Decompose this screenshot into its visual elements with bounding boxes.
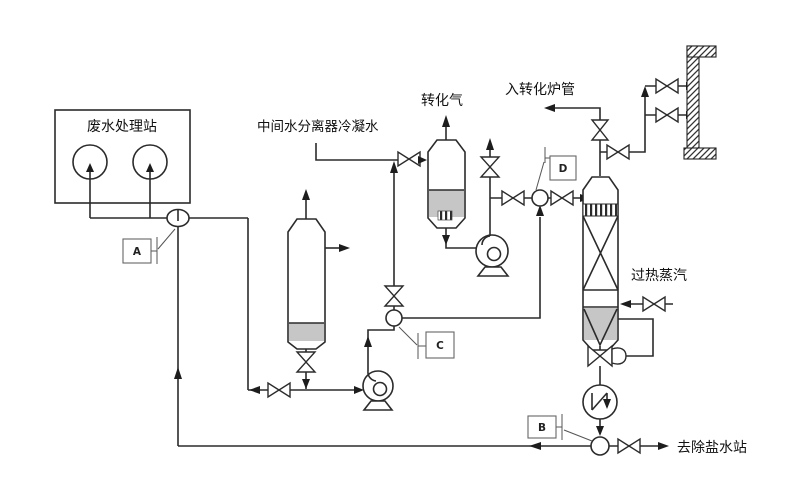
conversion-gas-label: 转化气 — [421, 93, 463, 109]
steam-label: 过热蒸汽 — [631, 268, 687, 284]
centrifugal-pump-2 — [475, 198, 510, 277]
right-arrow-icon — [354, 386, 364, 394]
bottom-collection-line: B 去除盐水站 — [178, 414, 747, 456]
up-arrow-icon — [174, 367, 182, 379]
instrument-tag-c — [425, 331, 455, 359]
valve — [665, 77, 679, 95]
right-arrow-icon — [418, 156, 427, 164]
up-arrow-icon — [486, 138, 494, 150]
valve — [511, 189, 525, 207]
up-arrow-icon — [390, 161, 398, 173]
up-arrow-icon — [442, 115, 450, 127]
right-arrow-icon — [658, 442, 669, 450]
condensate-label: 中间水分离器冷凝水 — [257, 118, 379, 135]
wastewater-treatment-station: 废水处理站 — [54, 109, 248, 219]
bottom-cone — [583, 308, 618, 347]
distributor-band — [582, 203, 619, 217]
feed-line-to-column: D — [479, 138, 591, 207]
furnace-feed-lines — [600, 45, 717, 161]
tag-b-label: B — [538, 422, 546, 434]
left-arrow-icon — [249, 386, 260, 394]
to-reformer-label: 入转化炉管 — [505, 82, 575, 98]
column-bottoms — [582, 318, 654, 436]
vent-valve — [479, 165, 501, 178]
liquid-level — [289, 323, 324, 341]
liquid-level — [584, 308, 617, 340]
up-arrow-icon — [364, 336, 372, 347]
instrument-circle — [531, 189, 549, 207]
wastewater-station-label: 废水处理站 — [87, 119, 157, 135]
instrument-tag-b — [527, 415, 557, 439]
mixing-junction — [590, 436, 610, 456]
down-arrow-icon — [603, 399, 611, 409]
down-arrow-icon — [596, 426, 604, 436]
furnace-wall — [686, 45, 700, 159]
up-arrow-icon — [302, 189, 310, 200]
to-demin-label: 去除盐水站 — [677, 440, 747, 456]
tag-d-label: D — [559, 163, 568, 175]
up-arrow-icon — [641, 86, 649, 97]
drain-detail — [437, 210, 453, 221]
left-arrow-icon — [529, 442, 541, 450]
steam-valve — [652, 295, 666, 313]
valve — [616, 143, 630, 161]
down-arrow-icon — [302, 379, 310, 389]
water-separator-column — [287, 189, 350, 389]
packing-x — [582, 215, 619, 308]
centrifugal-pump-1 — [354, 326, 395, 411]
valve-actuator-dome — [611, 347, 627, 365]
condensate-header: 中间水分离器冷凝水 — [257, 118, 427, 168]
valve — [665, 106, 679, 124]
instrument-point-c: C — [383, 161, 544, 359]
steam-inlet: 过热蒸汽 — [620, 268, 687, 313]
pump-base — [362, 400, 394, 411]
right-arrow-icon — [339, 244, 350, 252]
conversion-gas-separator: 转化气 — [421, 93, 477, 249]
bottom-valve — [295, 360, 317, 373]
up-arrow-icon — [146, 163, 154, 172]
instrument-circle — [385, 309, 403, 327]
level-tap-line — [618, 318, 654, 357]
left-arrow-icon — [544, 104, 555, 112]
sample-junction-a: A — [122, 208, 190, 264]
instrument-tag-d — [549, 155, 577, 181]
up-arrow-icon — [536, 205, 544, 216]
return-lines — [174, 218, 354, 446]
left-arrow-icon — [620, 300, 631, 308]
outlet-valve — [627, 437, 641, 455]
tag-a-label: A — [133, 246, 142, 258]
pump-base — [476, 266, 510, 277]
valve — [277, 381, 291, 399]
up-arrow-icon — [86, 163, 94, 172]
tag-c-label: C — [436, 340, 444, 352]
furnace-wall-flange — [683, 147, 717, 160]
instrument-tag-a — [122, 238, 152, 264]
furnace-wall-flange — [686, 45, 717, 58]
valve — [560, 189, 574, 207]
packed-column: 入转化炉管 — [505, 82, 619, 351]
down-arrow-icon — [442, 235, 450, 245]
overhead-valve — [590, 128, 610, 141]
riser-valve — [383, 294, 405, 307]
